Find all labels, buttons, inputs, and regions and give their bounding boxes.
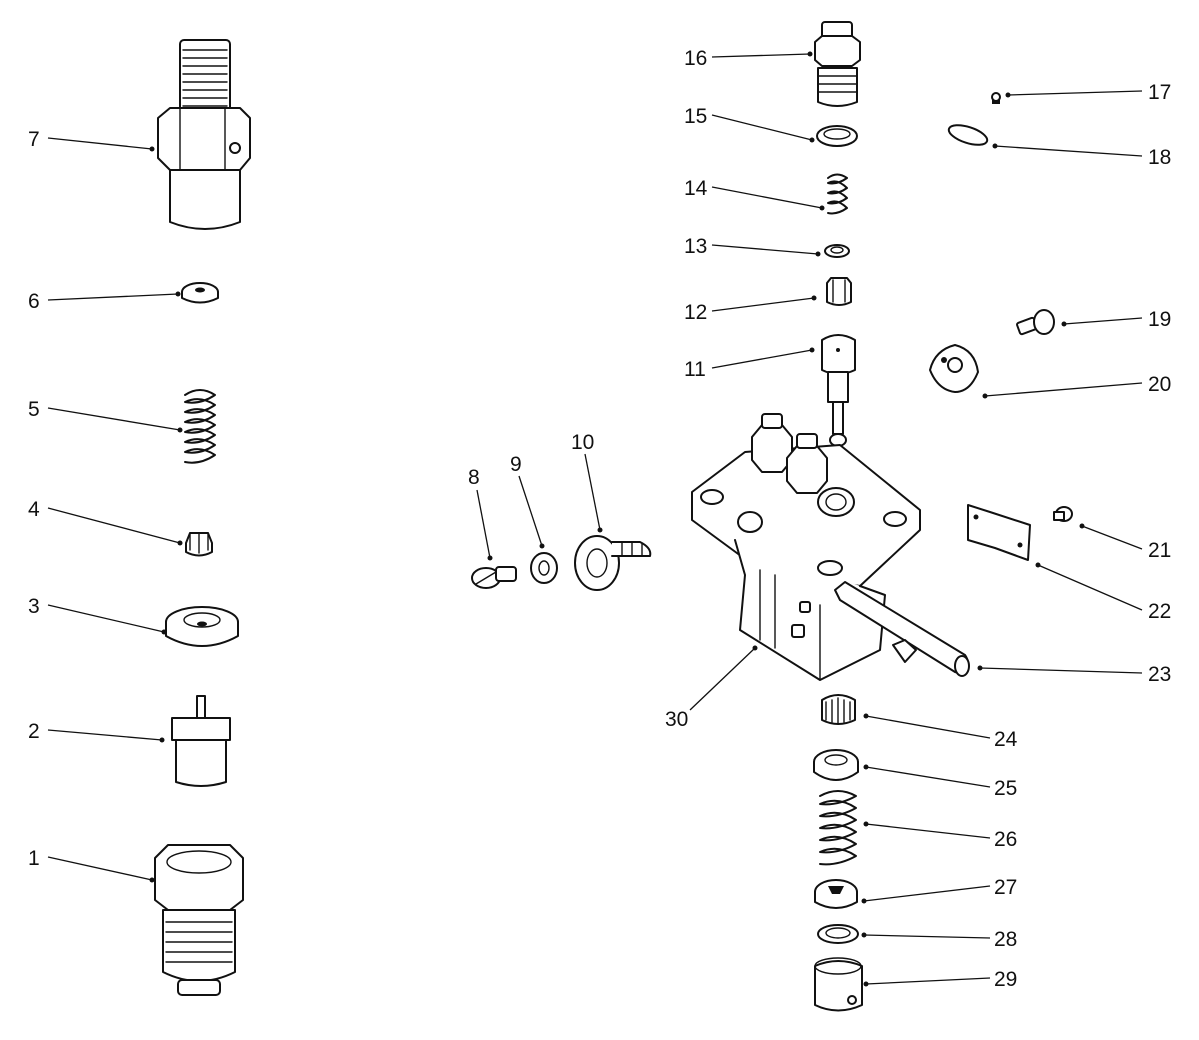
part-10-banjo-fitting [574,535,652,591]
callout-13: 13 [684,235,707,258]
callout-11: 11 [684,358,706,381]
part-9-washer [530,552,558,584]
part-28-ring [817,924,859,944]
part-6-washer [181,282,219,304]
part-22-plate [967,504,1031,561]
callout-2: 2 [28,720,40,743]
callout-24: 24 [994,728,1018,751]
callout-7: 7 [28,128,40,151]
callout-9: 9 [510,453,522,476]
callout-18: 18 [1148,146,1171,169]
part-18-gasket [947,124,989,146]
part-11-plunger [821,334,856,447]
part-4-plug [185,532,213,557]
part-12-delivery-valve [826,277,852,306]
part-16-delivery-holder [814,21,861,107]
callout-23: 23 [1148,663,1171,686]
part-25-spring-seat [813,749,859,781]
callout-22: 22 [1148,600,1171,623]
callout-numbers: 7 6 5 4 3 2 1 8 9 10 11 12 13 14 15 16 1… [28,47,1171,991]
callout-28: 28 [994,928,1017,951]
part-26-spring [819,790,857,866]
part-5-spring [184,389,216,464]
part-17-small-screw [991,92,1001,104]
callout-21: 21 [1148,539,1171,562]
callout-15: 15 [684,105,707,128]
callout-10: 10 [571,431,594,454]
part-1-retaining-nut [154,844,244,996]
part-8-screw [471,566,517,589]
callout-26: 26 [994,828,1017,851]
callout-5: 5 [28,398,40,421]
part-13-washer [824,244,850,258]
part-15-o-ring [816,125,858,147]
callout-4: 4 [28,498,40,521]
part-7-nozzle-holder [157,39,251,230]
callout-27: 27 [994,876,1017,899]
callout-30: 30 [665,708,688,731]
part-3-spacer [165,606,239,647]
part-20-bracket [929,344,979,393]
callout-3: 3 [28,595,40,618]
callout-1: 1 [28,847,40,870]
part-27-lower-seat [814,879,858,909]
leader-lines [47,51,1143,987]
part-21-screw [1053,506,1073,522]
callout-12: 12 [684,301,707,324]
part-24-pinion [821,694,856,725]
callout-16: 16 [684,47,707,70]
callout-25: 25 [994,777,1017,800]
callout-20: 20 [1148,373,1171,396]
part-19-bolt [1016,309,1055,336]
part-14-spring [827,173,848,215]
part-23-control-rack [834,581,970,677]
part-30-pump-body [691,413,921,681]
callout-6: 6 [28,290,40,313]
callout-14: 14 [684,177,708,200]
callout-8: 8 [468,466,480,489]
callout-19: 19 [1148,308,1171,331]
callout-17: 17 [1148,81,1171,104]
part-2-nozzle [171,695,231,787]
callout-29: 29 [994,968,1017,991]
part-29-tappet [814,957,863,1012]
